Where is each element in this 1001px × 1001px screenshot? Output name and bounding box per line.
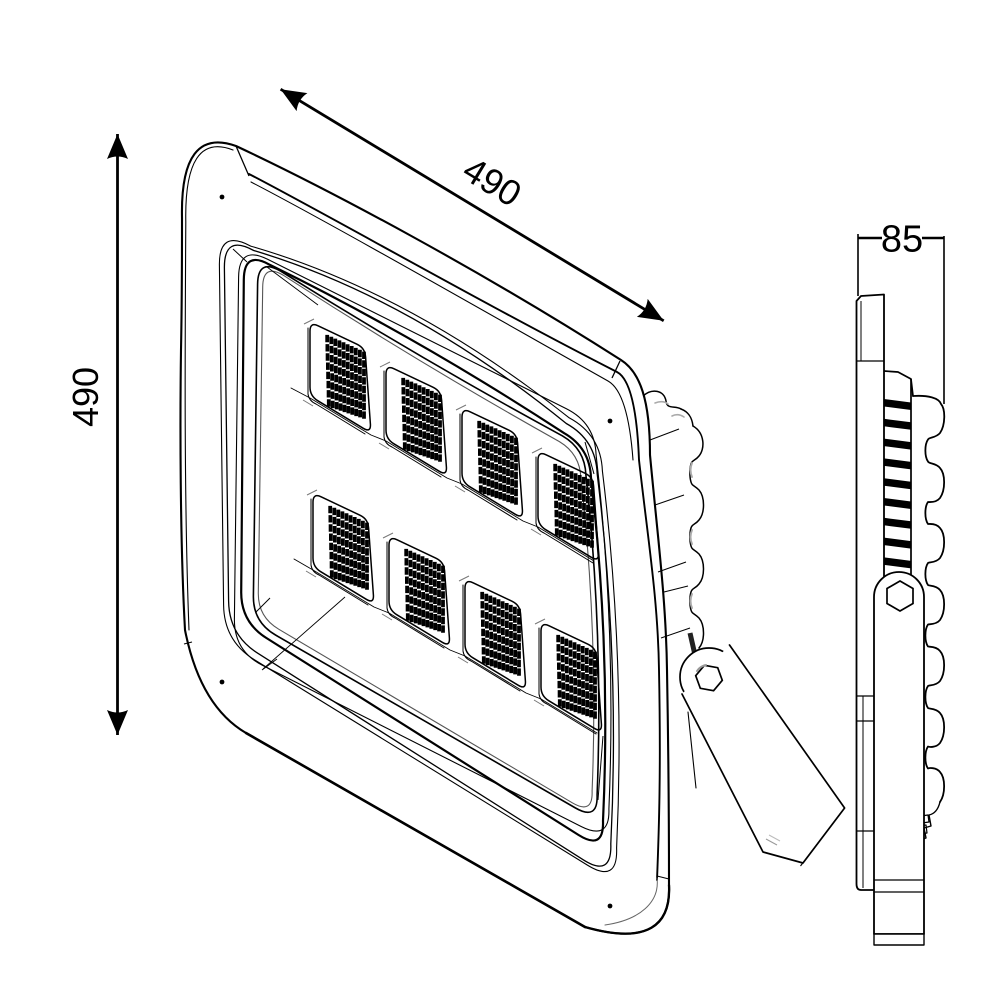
svg-text:490: 490 [65,367,106,427]
svg-text:85: 85 [881,219,923,261]
